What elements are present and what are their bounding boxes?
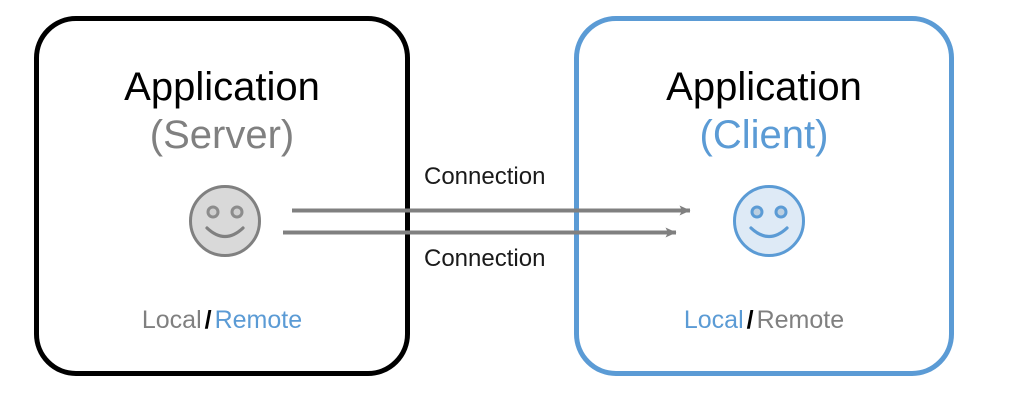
smiley-face-icon [187,183,263,259]
client-role-separator: / [746,306,754,334]
server-title-role: (Server) [149,113,295,157]
server-role-local: Local [141,306,202,334]
server-role-labels: Local/Remote [39,305,405,335]
client-role-local: Local [683,306,744,334]
server-role-remote: Remote [214,306,303,334]
client-role-remote: Remote [756,306,845,334]
client-title-role: (Client) [699,113,829,157]
client-application-box[interactable]: Application (Client) Local/Remote [574,16,954,376]
server-role-separator: / [204,306,212,334]
server-application-box[interactable]: Application (Server) Local/Remote [34,16,410,376]
smiley-face-icon [731,183,807,259]
client-role-labels: Local/Remote [579,305,949,335]
server-title-application: Application [124,65,320,109]
connection-label-bottom: Connection [424,245,546,272]
connection-label-top: Connection [424,163,546,190]
client-title-application: Application [666,65,862,109]
